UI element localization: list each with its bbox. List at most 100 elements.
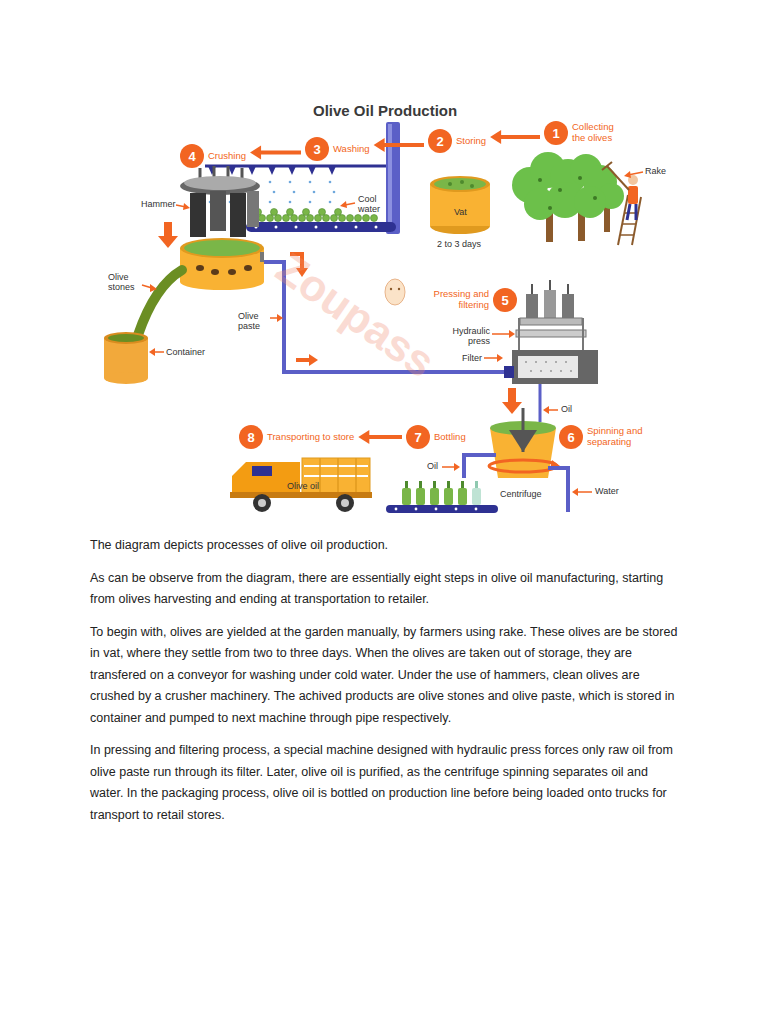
hydraulic-press-part-part [530,370,532,372]
olive-paste-pipe-part [277,314,283,322]
arrowhead [250,146,261,160]
washing-station-part [248,166,256,175]
washing-station-part-part [323,215,330,222]
hydraulic-press-part [497,354,503,362]
hydraulic-press-part-part [540,370,542,372]
centrifuge-part [509,430,537,452]
step-label: Transporting to store [267,432,354,443]
crusher-part [183,203,190,210]
hydraulic-press-part [492,333,510,335]
step-arrow [358,430,402,444]
crusher-part [228,269,236,275]
step-arrow [490,130,540,144]
farmer-on-ladder-part [620,234,634,236]
hydraulic-press-part [516,330,586,337]
washing-station-part-part [269,181,272,184]
washing-station-part-part [299,215,306,222]
bottling-line-part [433,481,436,489]
vat-part [470,184,474,188]
hydraulic-press-part-part [555,361,557,363]
crusher-part [210,191,226,231]
centrifuge-part [572,488,578,496]
washing-station-part-part [313,191,316,194]
centrifuge [442,408,592,512]
olive-trees-part [593,196,597,200]
step-number-circle: 7 [406,425,430,449]
hydraulic-press-part-part [525,361,527,363]
olive-trees-part [548,206,552,210]
part-label: Vat [454,207,467,217]
bottling-line-part [430,488,439,505]
farmer-on-ladder-part [607,166,629,190]
hydraulic-press-part [544,290,556,320]
crusher-part [211,269,219,275]
crusher-part [164,222,172,236]
truck [230,458,372,512]
olive-stones-container-part [104,332,148,344]
washing-station-part [386,122,400,234]
washing-station-part-part [315,226,318,229]
washing-station-part [328,166,336,175]
washing-station-part-part [283,215,290,222]
centrifuge-part [464,455,496,478]
bottling-line-part [402,488,411,505]
step-label: Storing [456,136,486,147]
washing-station-part-part [295,226,298,229]
body-paragraph: The diagram depicts processes of olive o… [90,535,680,557]
farmer-on-ladder-part [628,186,638,204]
bottling-line-part [447,481,450,489]
truck-part [252,466,272,476]
vat-part [448,182,452,186]
arrowhead [374,138,385,152]
washing-station-part-part [273,191,276,194]
olive-stones-container-part [149,348,155,356]
part-label: Olive stones [108,272,140,293]
washing-station-part [255,226,378,229]
step-number-circle: 2 [428,129,452,153]
body-paragraph: As can be observe from the diagram, ther… [90,568,680,611]
hydraulic-press-part [484,357,498,359]
farmer-on-ladder-part [635,204,638,220]
part-label: Cool water [358,194,385,215]
crusher-part [190,193,206,237]
mascot-part [398,288,400,290]
centrifuge-part [454,463,460,471]
oil-flow-part [539,384,542,422]
oil-flow-part [548,409,558,411]
bottling-line [386,481,498,513]
washing-station-part-part [329,201,332,204]
hydraulic-press-part [567,284,569,294]
hydraulic-press-part [562,294,574,320]
bottling-line-part-part [395,508,398,511]
step-label: Collecting the olives [572,122,624,144]
olive-trees-part [574,186,606,218]
washing-station-part [340,201,347,208]
step-node: 3Washing [305,137,370,161]
crusher-part [158,236,178,248]
step-label: Crushing [208,151,246,162]
truck-part [341,499,349,507]
part-label: Container [166,347,205,357]
washing-station-part-part [371,215,378,222]
washing-station-part-part [329,181,332,184]
hydraulic-press-part [549,280,551,290]
step-arrow [374,138,424,152]
mascot-part [385,279,405,305]
crusher-part [184,240,260,256]
centrifuge-part [548,468,568,512]
step-number-circle: 6 [559,425,583,449]
step-node: 6Spinning and separating [559,425,651,449]
truck-part [319,458,321,494]
vat-part [434,178,486,190]
hydraulic-press-part [525,361,572,372]
arrow-shaft [260,151,301,155]
arrowhead [358,430,369,444]
arrow-shaft [368,435,402,439]
washing-station-part-part [275,226,278,229]
farmer-on-ladder-part [632,197,641,245]
olive-stones-container-part [108,334,144,342]
olive-stones-container-part [104,372,148,384]
washing-station-part [288,166,296,175]
